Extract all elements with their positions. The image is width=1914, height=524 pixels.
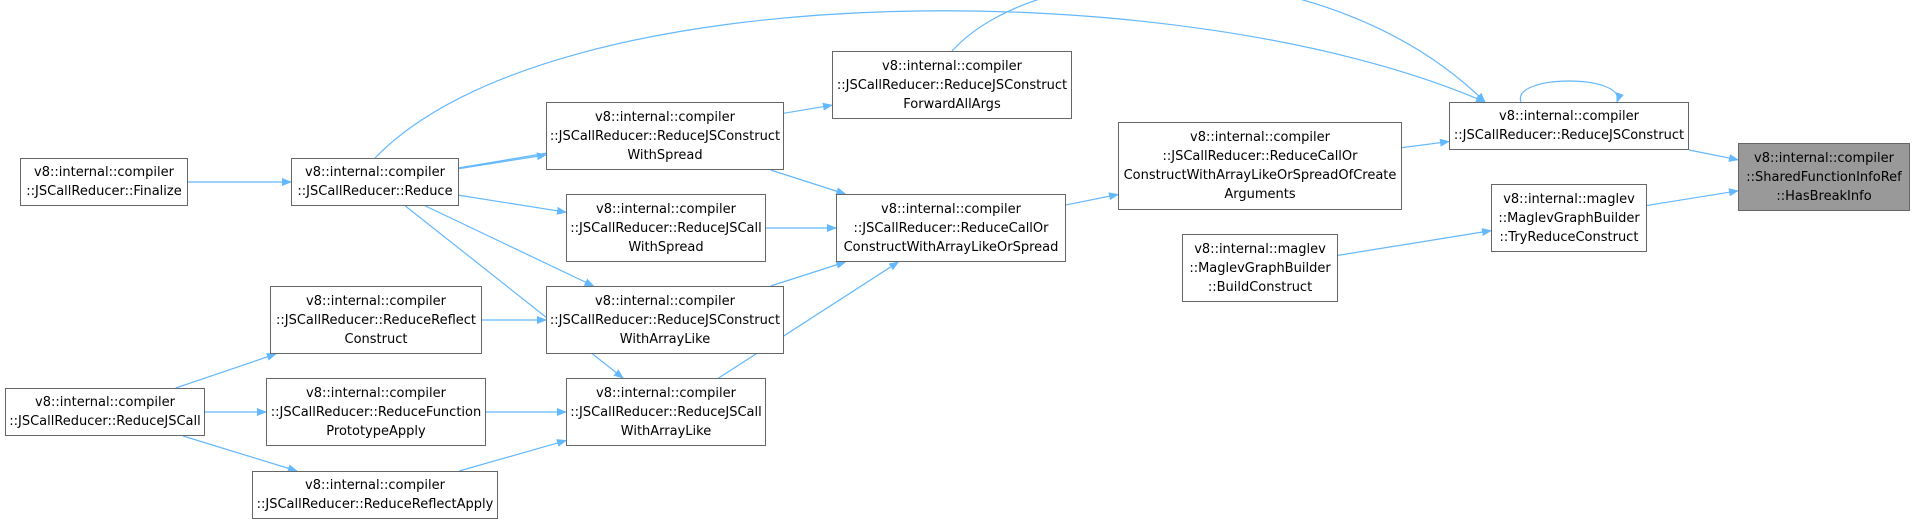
edge-reduce_js_call-to-reduce_reflect_apply bbox=[182, 435, 298, 473]
node-reduce-js-construct[interactable]: v8::internal::compiler ::JSCallReducer::… bbox=[1449, 102, 1689, 150]
node-reduce-js-construct-with-spread[interactable]: v8::internal::compiler ::JSCallReducer::… bbox=[546, 102, 784, 170]
edge-reduce_reflect_apply-to-reduce_js_call_with_array_like bbox=[458, 439, 567, 472]
node-label-line: ::JSCallReducer::ReduceCallOr bbox=[1162, 149, 1358, 164]
node-label-line: v8::internal::compiler bbox=[882, 58, 1022, 74]
edge-reduce_js_construct_with_spread-to-reduce_call_or_construct_spread bbox=[770, 169, 847, 196]
node-label-line: Construct bbox=[344, 331, 408, 347]
node-label-line: v8::internal::compiler bbox=[35, 395, 175, 410]
node-label-line: WithSpread bbox=[628, 239, 704, 255]
edge-reduce_js_construct-to-reduce_js_construct bbox=[1520, 80, 1624, 103]
node-label-line: WithArrayLike bbox=[619, 331, 711, 347]
node-label-line: ::JSCallReducer::ReduceJSCall bbox=[570, 220, 762, 236]
edge-reduce_js_call_with_array_like-to-reduce_call_or_construct_spread bbox=[718, 261, 900, 379]
node-reduce-js-call[interactable]: v8::internal::compiler ::JSCallReducer::… bbox=[5, 388, 205, 436]
node-reduce[interactable]: v8::internal::compiler ::JSCallReducer::… bbox=[291, 158, 459, 206]
edge-reduce_call_or_construct_create_args-to-reduce_js_construct bbox=[1401, 138, 1450, 149]
edge-reduce-to-reduce_js_construct_with_array_like bbox=[425, 205, 595, 287]
node-label-line: ::JSCallReducer::Reduce bbox=[297, 184, 453, 199]
edge-reduce_js_construct_forward-to-reduce_js_construct bbox=[951, 0, 1486, 103]
edge-try_reduce_construct-to-target bbox=[1646, 188, 1739, 207]
node-label-line: v8::internal::maglev bbox=[1194, 241, 1326, 257]
node-reduce-reflect-apply[interactable]: v8::internal::compiler ::JSCallReducer::… bbox=[252, 471, 498, 519]
node-label-line: ::JSCallReducer::ReduceJSConstruct bbox=[549, 312, 781, 328]
node-label-line: ::JSCallReducer::ReduceJSCall bbox=[9, 414, 201, 429]
node-reduce-function-prototype-apply[interactable]: v8::internal::compiler ::JSCallReducer::… bbox=[266, 378, 486, 446]
edge-build_construct-to-try_reduce_construct bbox=[1337, 228, 1492, 256]
node-label-line: ::MaglevGraphBuilder bbox=[1189, 260, 1331, 276]
node-label-line: ::JSCallReducer::ReduceReflect bbox=[275, 312, 477, 328]
node-label-line: v8::internal::compiler bbox=[596, 201, 736, 217]
node-label-line: v8::internal::compiler bbox=[596, 385, 736, 401]
node-label-line: WithSpread bbox=[627, 147, 703, 163]
node-label-line: ::JSCallReducer::ReduceCallOr bbox=[853, 220, 1049, 236]
node-reduce-call-or-construct-with-array-like-or-spread[interactable]: v8::internal::compiler ::JSCallReducer::… bbox=[836, 194, 1066, 262]
node-label-line: v8::internal::compiler bbox=[881, 201, 1021, 217]
node-label-line: v8::internal::compiler bbox=[595, 109, 735, 125]
node-label-line: ::BuildConstruct bbox=[1207, 279, 1313, 295]
node-label-line: v8::internal::compiler bbox=[34, 165, 174, 180]
edge-reduce-to-reduce_js_call_with_spread bbox=[458, 194, 567, 215]
node-build-construct[interactable]: v8::internal::maglev ::MaglevGraphBuilde… bbox=[1182, 234, 1338, 302]
node-reduce-js-construct-with-array-like[interactable]: v8::internal::compiler ::JSCallReducer::… bbox=[546, 286, 784, 354]
node-label-line: Arguments bbox=[1224, 187, 1296, 202]
edge-reduce_call_or_construct_spread-to-reduce_call_or_construct_create_args bbox=[1065, 192, 1119, 206]
node-label-line: v8::internal::compiler bbox=[306, 293, 446, 309]
node-label-line: PrototypeApply bbox=[326, 423, 426, 439]
edge-reduce_js_construct_with_array_like-to-reduce_call_or_construct_spread bbox=[770, 260, 847, 287]
edge-reduce-to-reduce_js_construct_with_spread bbox=[458, 152, 547, 170]
node-label-line: v8::internal::compiler bbox=[595, 293, 735, 309]
node-label-line: v8::internal::compiler bbox=[1754, 150, 1894, 166]
node-label-line: ConstructWithArrayLikeOrSpreadOfCreate bbox=[1123, 168, 1397, 183]
node-try-reduce-construct[interactable]: v8::internal::maglev ::MaglevGraphBuilde… bbox=[1491, 184, 1647, 252]
edge-reduce_js_call-to-reduce_reflect_construct bbox=[175, 353, 277, 389]
node-label-line: ConstructWithArrayLikeOrSpread bbox=[843, 239, 1059, 255]
node-label-line: ::JSCallReducer::ReduceJSConstruct bbox=[1453, 128, 1685, 143]
node-label-line: WithArrayLike bbox=[620, 423, 712, 439]
node-label-line: ::JSCallReducer::ReduceJSConstruct bbox=[836, 77, 1068, 93]
node-label-line: v8::internal::compiler bbox=[1499, 109, 1639, 124]
node-label-line: ::HasBreakInfo bbox=[1776, 188, 1872, 204]
node-label-line: ForwardAllArgs bbox=[903, 96, 1001, 112]
node-label-line: ::JSCallReducer::ReduceJSConstruct bbox=[549, 128, 781, 144]
node-label-line: v8::internal::maglev bbox=[1503, 191, 1635, 207]
node-label-line: ::JSCallReducer::Finalize bbox=[26, 184, 182, 199]
node-label-line: v8::internal::compiler bbox=[305, 165, 445, 180]
node-label-line: ::MaglevGraphBuilder bbox=[1498, 210, 1640, 226]
node-reduce-js-call-with-spread[interactable]: v8::internal::compiler ::JSCallReducer::… bbox=[566, 194, 766, 262]
node-label-line: ::SharedFunctionInfoRef bbox=[1746, 169, 1902, 185]
edge-reduce_js_construct-to-target bbox=[1688, 149, 1739, 162]
node-label-line: v8::internal::compiler bbox=[305, 478, 445, 493]
node-label-line: ::TryReduceConstruct bbox=[1499, 229, 1639, 245]
node-finalize[interactable]: v8::internal::compiler ::JSCallReducer::… bbox=[20, 158, 188, 206]
node-label-line: v8::internal::compiler bbox=[1190, 130, 1330, 145]
node-shared-function-info-ref-has-break-info[interactable]: v8::internal::compiler ::SharedFunctionI… bbox=[1738, 143, 1910, 211]
node-label-line: v8::internal::compiler bbox=[306, 385, 446, 401]
node-reduce-js-call-with-array-like[interactable]: v8::internal::compiler ::JSCallReducer::… bbox=[566, 378, 766, 446]
edge-reduce-to-reduce_js_construct bbox=[374, 10, 1486, 159]
node-label-line: ::JSCallReducer::ReduceJSCall bbox=[570, 404, 762, 420]
node-reduce-call-or-construct-spread-of-create-arguments[interactable]: v8::internal::compiler ::JSCallReducer::… bbox=[1118, 122, 1402, 210]
node-label-line: ::JSCallReducer::ReduceFunction bbox=[270, 404, 482, 420]
node-reduce-js-construct-forward-all-args[interactable]: v8::internal::compiler ::JSCallReducer::… bbox=[832, 51, 1072, 119]
node-label-line: ::JSCallReducer::ReduceReflectApply bbox=[256, 497, 494, 512]
node-reduce-reflect-construct[interactable]: v8::internal::compiler ::JSCallReducer::… bbox=[270, 286, 482, 354]
